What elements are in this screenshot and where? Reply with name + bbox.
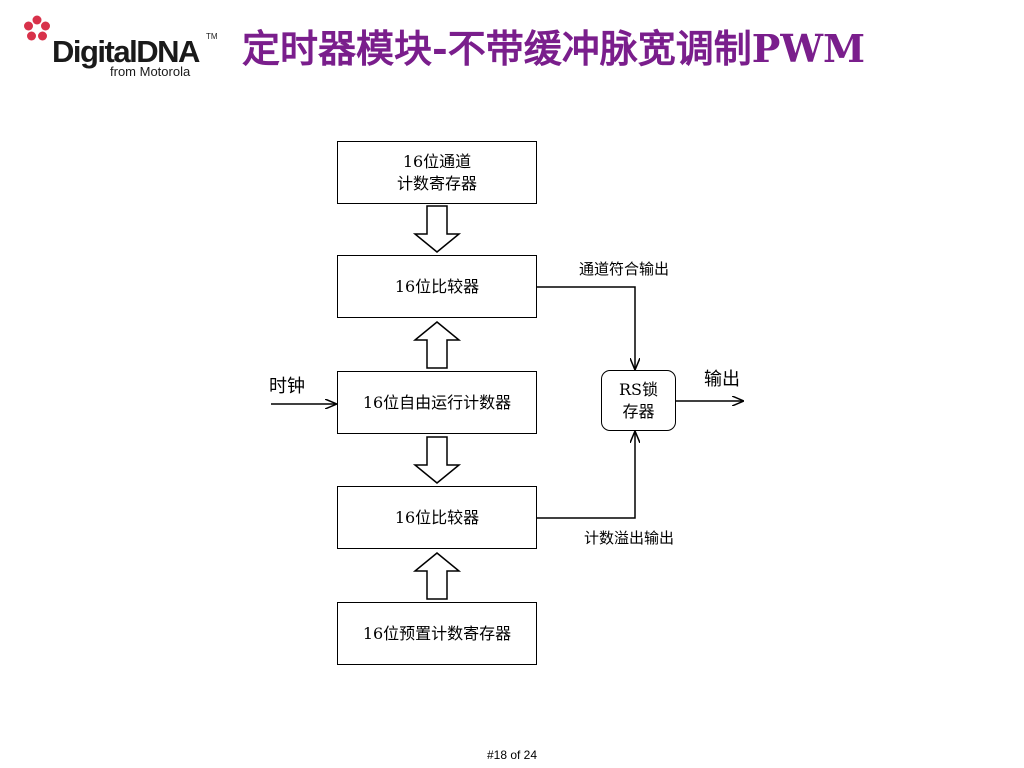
preset-register-label: 16位预置计数寄存器 <box>362 623 512 643</box>
match-output-line <box>537 286 635 369</box>
rs-latch-box: RS锁 存器 <box>601 370 676 431</box>
rs-latch-line2: 存器 <box>622 401 655 421</box>
channel-count-register-box: 16位通道 计数寄存器 <box>337 141 537 204</box>
free-running-counter-box: 16位自由运行计数器 <box>337 371 537 434</box>
comparator-bottom-label: 16位比较器 <box>394 507 480 527</box>
preset-count-register-box: 16位预置计数寄存器 <box>337 602 537 665</box>
free-running-counter-label: 16位自由运行计数器 <box>362 392 512 412</box>
output-label: 输出 <box>704 369 740 390</box>
logo-brand: DigitalDNA <box>52 34 200 69</box>
channel-register-line1: 16位通道 <box>402 151 472 171</box>
channel-match-output-label: 通道符合输出 <box>579 260 670 278</box>
flower-icon <box>24 15 50 41</box>
hollow-arrow-up-2 <box>412 552 462 600</box>
comparator-top-label: 16位比较器 <box>394 276 480 296</box>
rs-latch-line1: RS锁 <box>618 379 658 399</box>
count-overflow-output-label: 计数溢出输出 <box>584 529 675 547</box>
logo-tagline: from Motorola <box>110 64 191 79</box>
digitaldna-logo: DigitalDNA TM from Motorola <box>22 14 222 84</box>
comparator-top-box: 16位比较器 <box>337 255 537 318</box>
comparator-bottom-box: 16位比较器 <box>337 486 537 549</box>
logo-trademark: TM <box>206 32 218 41</box>
channel-register-line2: 计数寄存器 <box>396 173 477 193</box>
hollow-arrow-up-1 <box>412 321 462 369</box>
clock-label: 时钟 <box>269 376 305 397</box>
page-number: #18 of 24 <box>486 748 538 762</box>
slide-title: 定时器模块-不带缓冲脉宽调制PWM <box>242 26 866 71</box>
overflow-output-line <box>537 432 635 519</box>
hollow-arrow-down-1 <box>412 205 462 253</box>
hollow-arrow-down-2 <box>412 436 462 484</box>
